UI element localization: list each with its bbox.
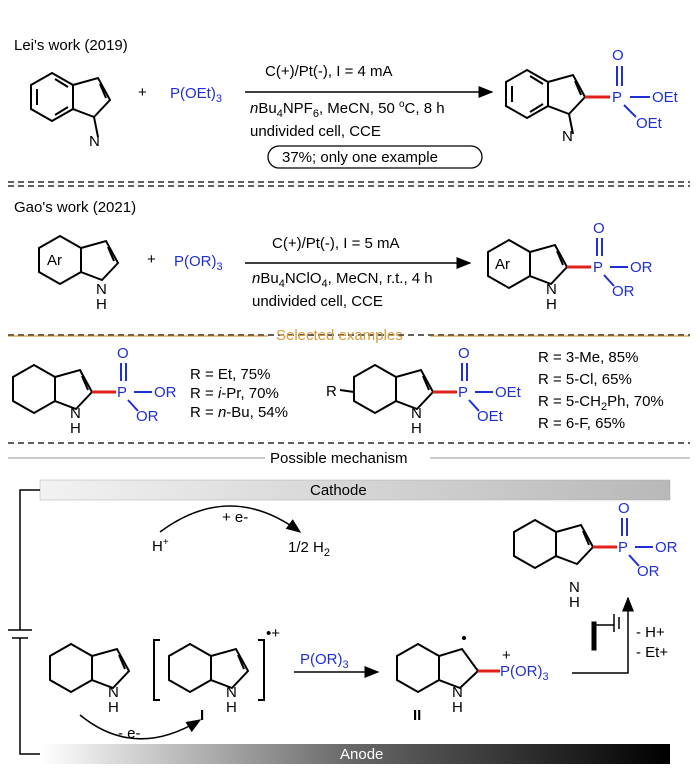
- mech-product-or-2: OR: [637, 563, 660, 580]
- int-I-label: I: [200, 707, 205, 724]
- section2-title: Gao's work (2021): [14, 199, 137, 216]
- example-2-structure: [339, 363, 493, 415]
- cathode-curved-arrow: [159, 505, 302, 533]
- ex1-p: P: [117, 384, 128, 401]
- mech-product-o: O: [618, 500, 630, 517]
- gao-or-2: OR: [612, 283, 635, 300]
- reagent-gao: P(OR)3: [174, 253, 223, 273]
- mechanism-product: [513, 518, 653, 570]
- ex1-list-3: R = n-Bu, 54%: [190, 404, 288, 421]
- example-1-structure: [12, 363, 152, 415]
- lei-condition-3: undivided cell, CCE: [250, 123, 381, 140]
- ex2-oet-1: OEt: [495, 384, 521, 401]
- section1-title: Lei's work (2019): [14, 37, 128, 54]
- anode-curved-arrow: [79, 714, 202, 740]
- deprot-1: - H+: [636, 624, 665, 641]
- anode-bar: [40, 744, 670, 764]
- plus-sign-1: +: [138, 84, 147, 101]
- gao-condition-3: undivided cell, CCE: [252, 293, 383, 310]
- plus-sign-2: +: [147, 251, 156, 268]
- ex2-p: P: [458, 384, 469, 401]
- lei-indole-product: [505, 66, 650, 135]
- ex2-oet-2: OEt: [477, 408, 503, 425]
- h-plus: H+: [152, 537, 169, 555]
- half-h2: 1/2 H2: [288, 539, 330, 559]
- lei-oet-1: OEt: [652, 89, 678, 106]
- gao-indole-reactant: [38, 234, 120, 286]
- intermediate-II: [396, 642, 500, 694]
- ex1-or-2: OR: [136, 408, 159, 425]
- mech-product-p: P: [618, 539, 629, 556]
- lei-product-n: N: [562, 128, 573, 145]
- gao-condition-2: nBu4NClO4, MeCN, r.t., 4 h: [252, 270, 433, 290]
- ex2-o: O: [458, 345, 470, 362]
- gao-condition-1: C(+)/Pt(-), I = 5 mA: [272, 235, 400, 252]
- n-label-1: N: [89, 133, 100, 150]
- ex2-list-4: R = 6-F, 65%: [538, 415, 626, 432]
- lei-condition-2: nBu4NPF6, MeCN, 50 oC, 8 h: [250, 99, 445, 120]
- ex2-list-2: R = 5-Cl, 65%: [538, 371, 632, 388]
- cathode-label: Cathode: [310, 482, 367, 499]
- mechanism-final-arrow: [572, 596, 634, 674]
- ar-label-product: Ar: [495, 256, 510, 273]
- gao-indole-product: [487, 238, 628, 290]
- mech-product-or-1: OR: [655, 539, 678, 556]
- mechanism-indole: [49, 642, 131, 694]
- lei-indole-reactant: [30, 71, 112, 138]
- gao-o-atom: O: [593, 220, 605, 237]
- mechanism-heading: Possible mechanism: [270, 450, 408, 467]
- ex2-r: R: [326, 383, 337, 400]
- lei-p-atom: P: [612, 89, 623, 106]
- ex2-list-3: R = 5-CH2Ph, 70%: [538, 393, 664, 413]
- ex1-list-1: R = Et, 75%: [190, 366, 271, 383]
- minus-electron: - e-: [118, 725, 141, 742]
- gao-or-1: OR: [630, 259, 653, 276]
- plus-electron: + e-: [222, 509, 249, 526]
- reagent-lei: P(OEt)3: [170, 85, 222, 105]
- deprot-2: - Et+: [636, 644, 669, 661]
- lei-oet-2: OEt: [636, 115, 662, 132]
- ex1-list-2: R = i-Pr, 70%: [190, 385, 279, 402]
- circuit-wire: [8, 489, 40, 755]
- lei-condition-1: C(+)/Pt(-), I = 4 mA: [265, 63, 393, 80]
- electrolysis-symbol: [591, 614, 620, 651]
- ar-label-reactant: Ar: [47, 252, 62, 269]
- selected-heading: Selected examples: [276, 327, 403, 344]
- int-II-label: II: [413, 707, 422, 724]
- ex1-or-1: OR: [154, 384, 177, 401]
- lei-yield-note: 37%; only one example: [282, 149, 438, 166]
- int-II-p: P(OR)3: [500, 663, 549, 683]
- anode-label: Anode: [340, 746, 384, 763]
- lei-yield-box: [267, 145, 483, 169]
- intermediate-I: [153, 639, 265, 701]
- mech-reagent: P(OR)3: [300, 651, 349, 671]
- ex1-o: O: [117, 345, 129, 362]
- p-plus-charge: +: [502, 647, 511, 664]
- lei-o-atom: O: [612, 47, 624, 64]
- ex2-list-1: R = 3-Me, 85%: [538, 349, 639, 366]
- radical-cation-sign: •+: [266, 625, 281, 642]
- gao-p-atom: P: [593, 259, 604, 276]
